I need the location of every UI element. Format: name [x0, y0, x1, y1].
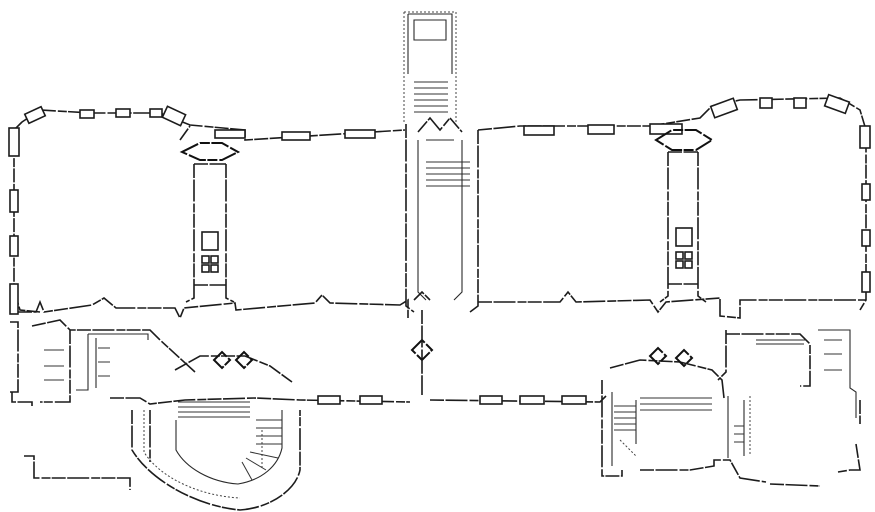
- right-corridor-south-wall: [717, 330, 811, 387]
- stair-landing-pier: [212, 350, 254, 370]
- right-stair-hall: [601, 359, 767, 483]
- window: [9, 235, 19, 257]
- window: [759, 97, 773, 109]
- window: [317, 395, 341, 405]
- window: [861, 271, 871, 293]
- stove: [210, 264, 219, 273]
- vestibule-inner: [417, 139, 463, 301]
- pier-column: [659, 151, 707, 303]
- center-pier: [410, 338, 434, 362]
- entrance-steps: [414, 81, 448, 113]
- service-stair: [756, 329, 857, 418]
- stove: [675, 260, 684, 269]
- stove: [675, 227, 693, 247]
- window: [523, 125, 555, 136]
- window: [861, 229, 871, 247]
- stove: [201, 231, 219, 251]
- fireplace-pier: [179, 142, 241, 161]
- window: [561, 395, 587, 405]
- grand-stair-hall: [149, 355, 293, 462]
- right-corridor-north-wall: [478, 290, 866, 319]
- window: [861, 183, 871, 201]
- entrance-pavilion: [407, 13, 453, 74]
- stair-treads: [178, 401, 282, 481]
- window: [823, 93, 851, 115]
- window: [709, 97, 739, 119]
- stove: [684, 260, 693, 269]
- center-bay: [403, 11, 479, 395]
- stove: [210, 255, 219, 264]
- stove: [201, 264, 210, 273]
- stove: [201, 255, 210, 264]
- corridor-south-wall: [31, 319, 196, 403]
- window: [9, 283, 19, 315]
- window: [519, 395, 545, 405]
- vestibule-walls: [405, 116, 479, 313]
- window: [23, 105, 47, 125]
- window: [344, 129, 376, 139]
- window: [793, 97, 807, 109]
- window: [79, 109, 95, 119]
- vestibule-steps: [426, 161, 470, 187]
- right-stair-walls: [611, 392, 745, 466]
- window: [479, 395, 503, 405]
- stair-handrail: [619, 396, 751, 457]
- window: [214, 129, 246, 139]
- service-stair: [76, 333, 149, 391]
- window: [281, 131, 311, 141]
- right-wing: [317, 93, 871, 487]
- pavilion-outline: [403, 11, 457, 124]
- pier-column: [185, 163, 235, 303]
- left-lower-wall: [10, 321, 131, 490]
- center-spine: [413, 290, 431, 395]
- stair-landing-pier: [648, 346, 694, 368]
- left-wing: [8, 105, 411, 511]
- window: [859, 125, 871, 149]
- window: [149, 108, 163, 118]
- window: [115, 108, 131, 118]
- window: [8, 127, 20, 157]
- right-stair-treads: [614, 397, 744, 443]
- fireplace-pier: [654, 129, 714, 151]
- south-facade-left: [110, 397, 411, 405]
- stair-handrail: [143, 410, 263, 499]
- left-room-outline: [13, 109, 406, 313]
- stove: [684, 251, 693, 260]
- corridor-north-wall: [18, 293, 409, 320]
- window: [587, 124, 615, 135]
- window: [9, 189, 19, 213]
- window: [359, 395, 383, 405]
- curved-stair-inner: [175, 410, 283, 485]
- right-lower-wall: [769, 400, 861, 487]
- curved-stair-wall: [131, 410, 301, 511]
- stove: [675, 251, 684, 260]
- window: [161, 105, 187, 127]
